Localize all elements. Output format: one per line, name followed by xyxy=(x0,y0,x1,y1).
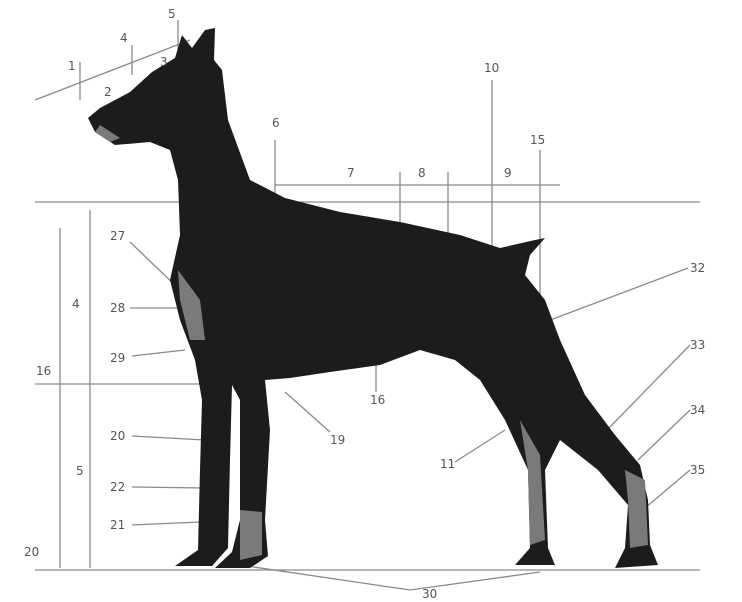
label-2: 2 xyxy=(104,85,112,99)
label-20: 20 xyxy=(110,429,125,443)
label-30: 30 xyxy=(422,587,437,601)
label-28: 28 xyxy=(110,301,125,315)
label-15: 15 xyxy=(530,133,545,147)
label-34: 34 xyxy=(690,403,705,417)
label-4-left: 4 xyxy=(72,297,80,311)
leader-21 xyxy=(132,522,200,525)
leader-11 xyxy=(455,430,505,462)
label-22: 22 xyxy=(110,480,125,494)
label-16-left: 16 xyxy=(36,364,51,378)
leader-20 xyxy=(132,436,205,440)
label-16: 16 xyxy=(370,393,385,407)
label-1: 1 xyxy=(68,59,76,73)
front-foot-tan xyxy=(240,510,262,560)
label-20-left: 20 xyxy=(24,545,39,559)
leader-22 xyxy=(132,487,205,488)
label-21: 21 xyxy=(110,518,125,532)
leader-34 xyxy=(638,410,690,460)
label-33: 33 xyxy=(690,338,705,352)
label-3: 3 xyxy=(160,55,168,69)
label-35: 35 xyxy=(690,463,705,477)
label-19: 19 xyxy=(330,433,345,447)
label-27: 27 xyxy=(110,229,125,243)
label-29: 29 xyxy=(110,351,125,365)
label-6: 6 xyxy=(272,116,280,130)
label-8: 8 xyxy=(418,166,426,180)
label-11: 11 xyxy=(440,457,455,471)
label-4: 4 xyxy=(120,31,128,45)
leader-30 xyxy=(240,565,540,590)
label-5-left: 5 xyxy=(76,464,84,478)
leader-33 xyxy=(605,345,690,432)
label-32: 32 xyxy=(690,261,705,275)
leader-29 xyxy=(132,350,185,356)
leader-35 xyxy=(645,470,690,508)
leader-32 xyxy=(545,268,688,322)
label-7: 7 xyxy=(347,166,355,180)
leader-19 xyxy=(285,392,330,432)
label-5: 5 xyxy=(168,7,176,21)
label-10: 10 xyxy=(484,61,499,75)
label-9: 9 xyxy=(504,166,512,180)
